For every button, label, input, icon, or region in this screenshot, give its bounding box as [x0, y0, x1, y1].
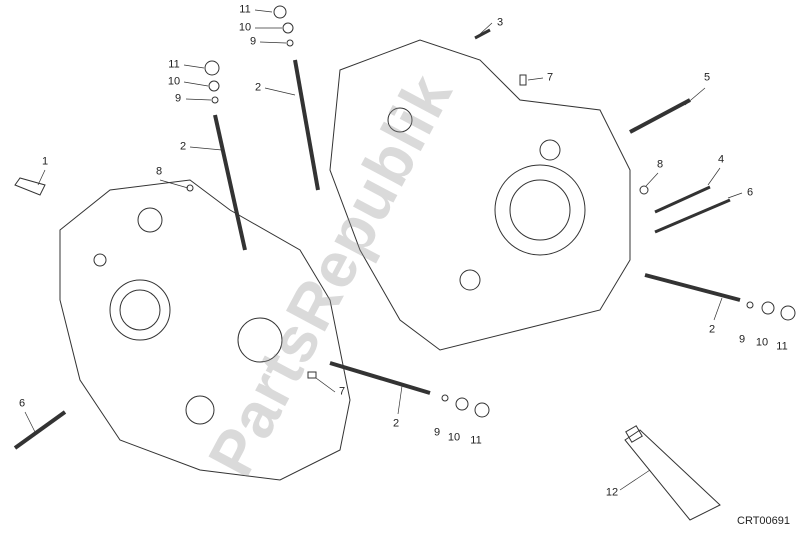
- callout-11: 11: [239, 3, 251, 16]
- callout-2: 2: [708, 323, 716, 336]
- callout-10: 10: [167, 75, 181, 88]
- callout-4: 4: [717, 153, 725, 166]
- callout-9: 9: [738, 333, 746, 346]
- leader-lines: [24, 9, 743, 491]
- callout-12: 12: [605, 486, 619, 499]
- left-crankcase-half: [59, 179, 351, 481]
- callout-9: 9: [433, 426, 441, 439]
- callout-5: 5: [703, 71, 711, 84]
- callout-11: 11: [168, 58, 180, 71]
- callout-11: 11: [470, 434, 482, 447]
- callout-7: 7: [338, 385, 346, 398]
- callout-9: 9: [249, 35, 257, 48]
- callout-6: 6: [746, 186, 754, 199]
- callout-3: 3: [496, 16, 504, 29]
- callout-10: 10: [755, 336, 769, 349]
- callout-7: 7: [546, 71, 554, 84]
- callout-2: 2: [254, 81, 262, 94]
- right-crankcase-half: [329, 39, 631, 351]
- callout-11: 11: [776, 340, 788, 353]
- callout-10: 10: [447, 431, 461, 444]
- sealant-tube: [624, 425, 721, 521]
- callout-2: 2: [392, 417, 400, 430]
- callout-10: 10: [238, 21, 252, 34]
- studs-and-bolts: [13, 5, 796, 450]
- callout-8: 8: [656, 158, 664, 171]
- callout-8: 8: [155, 165, 163, 178]
- callout-1: 1: [41, 155, 49, 168]
- callout-9: 9: [174, 92, 182, 105]
- diagram-code: CRT00691: [737, 515, 790, 527]
- callout-6: 6: [18, 397, 26, 410]
- callout-2: 2: [179, 140, 187, 153]
